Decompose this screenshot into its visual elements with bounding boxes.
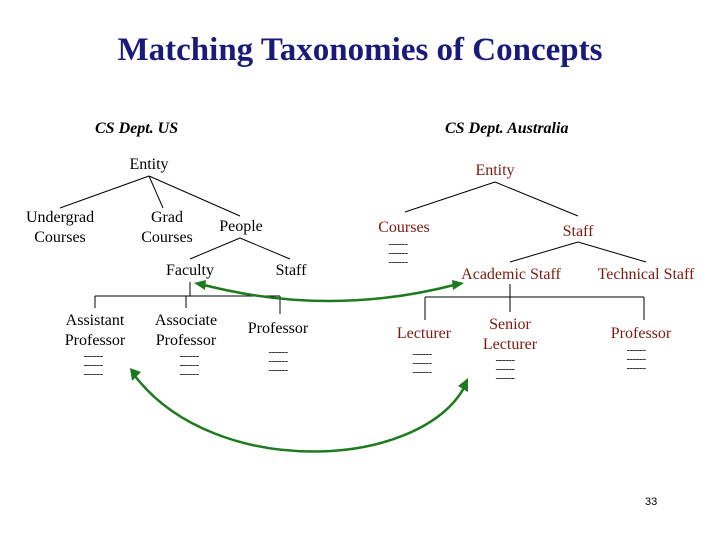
us-assistant-professor-node: Assistant Professor (65, 311, 125, 351)
ellipsis-line: ------ (626, 344, 646, 356)
au-lecturer-node: Lecturer (396, 325, 452, 342)
edge-entity-grad (148, 175, 164, 209)
page-number: 33 (645, 496, 658, 508)
slide-title: Matching Taxonomies of Concepts (117, 32, 603, 68)
label-line: Lecturer (482, 336, 538, 353)
au-courses-node: Courses (378, 219, 430, 236)
match-arrow-assistant-lecturer (134, 375, 467, 453)
match-arrow-faculty-academic (199, 282, 459, 303)
au-senior-lecturer-node: Senior Lecturer (483, 315, 537, 355)
label-line: Grad (151, 209, 183, 226)
ellipsis-line: ------ (626, 362, 646, 374)
ellipsis-line: ------ (626, 353, 646, 365)
edge-people-faculty (189, 237, 241, 260)
ellipsis-line: ------ (268, 364, 288, 376)
au-professor-node: Professor (610, 325, 672, 342)
ellipsis-line: ------ (83, 359, 103, 371)
label-line: Undergrad (25, 209, 95, 226)
edge-people-staff (239, 237, 291, 260)
ellipsis-line: ------ (268, 355, 288, 367)
ellipsis-line: ------ (495, 354, 515, 366)
us-professor-ellipsis: ------ ------ ------ (268, 346, 288, 376)
edge-au-staff-technical (577, 241, 647, 263)
ellipsis-line: ------ (412, 357, 432, 369)
ellipsis-line: ------ (495, 363, 515, 375)
us-associate-professor-node: Associate Professor (155, 311, 217, 351)
ellipsis-line: ------ (388, 238, 408, 250)
label-line: Courses (34, 229, 86, 246)
ellipsis-line: ------ (179, 359, 199, 371)
ellipsis-line: ------ (412, 366, 432, 378)
au-entity-node: Entity (475, 162, 515, 179)
us-undergrad-courses-node: Undergrad Courses (26, 208, 94, 248)
ellipsis-line: ------ (412, 348, 432, 360)
us-assistant-ellipsis: ------ ------ ------ (83, 350, 103, 380)
label-line: Courses (141, 229, 193, 246)
edge-entity-undergrad (59, 175, 150, 209)
us-people-node: People (219, 218, 263, 235)
label-line: Professor (64, 332, 126, 349)
label-line: Senior (489, 316, 531, 333)
ellipsis-line: ------ (179, 350, 199, 362)
us-staff-node: Staff (275, 262, 307, 279)
edge-au-entity-courses (404, 181, 496, 213)
us-grad-courses-node: Grad Courses (141, 208, 193, 248)
arrowhead-faculty (194, 280, 206, 290)
australia-heading: CS Dept. Australia (445, 120, 569, 137)
us-associate-ellipsis: ------ ------ ------ (179, 350, 199, 380)
au-lecturer-ellipsis: ------ ------ ------ (412, 348, 432, 378)
us-faculty-node: Faculty (166, 262, 214, 279)
edge-au-entity-staff (494, 181, 579, 217)
au-courses-ellipsis: ------ ------ ------ (388, 238, 408, 268)
label-line: Assistant (65, 312, 125, 329)
au-staff-node: Staff (562, 223, 594, 240)
ellipsis-line: ------ (83, 368, 103, 380)
arrowhead-academic (452, 280, 464, 290)
au-senior-lecturer-ellipsis: ------ ------ ------ (495, 354, 515, 384)
ellipsis-line: ------ (495, 372, 515, 384)
us-heading: CS Dept. US (95, 120, 179, 137)
ellipsis-line: ------ (83, 350, 103, 362)
us-entity-node: Entity (129, 156, 169, 173)
ellipsis-line: ------ (268, 346, 288, 358)
ellipsis-line: ------ (388, 247, 408, 259)
au-technical-staff-node: Technical Staff (597, 266, 695, 283)
edge-au-staff-academic (509, 241, 579, 263)
label-line: Professor (155, 332, 217, 349)
au-professor-ellipsis: ------ ------ ------ (626, 344, 646, 374)
arrowhead-lecturer (458, 378, 468, 392)
au-academic-staff-node: Academic Staff (461, 266, 561, 283)
ellipsis-line: ------ (388, 256, 408, 268)
edge-entity-people (148, 175, 241, 217)
arrowhead-assistant (130, 368, 141, 381)
ellipsis-line: ------ (179, 368, 199, 380)
us-professor-node: Professor (247, 320, 309, 337)
label-line: Associate (154, 312, 218, 329)
